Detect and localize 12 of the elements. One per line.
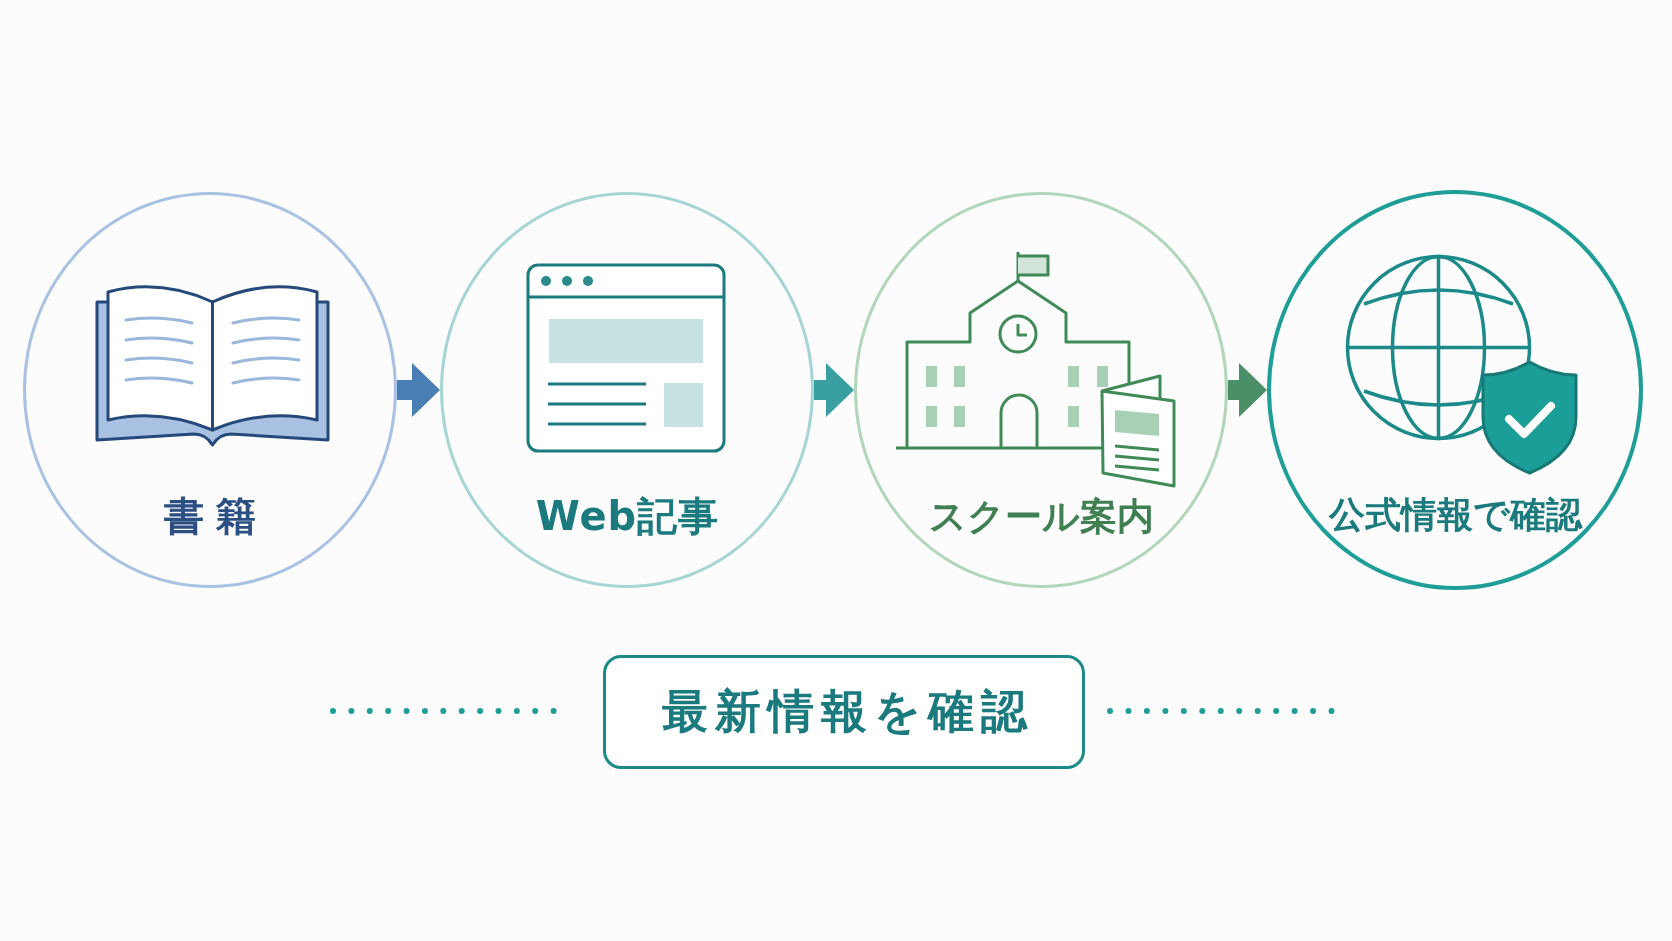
arrow	[814, 363, 854, 417]
step-circle	[440, 192, 814, 588]
step-circle	[1267, 190, 1643, 590]
step-label: 公式情報で確認	[1328, 497, 1582, 533]
step-label: Web記事	[534, 496, 720, 536]
step-circle	[854, 192, 1228, 588]
step-label: スクール案内	[928, 497, 1154, 535]
arrow	[397, 363, 440, 417]
label-box: 最新情報を確認	[603, 655, 1085, 769]
arrow	[1228, 363, 1267, 417]
step-label: 書籍	[163, 496, 268, 536]
step-circle	[23, 192, 397, 588]
